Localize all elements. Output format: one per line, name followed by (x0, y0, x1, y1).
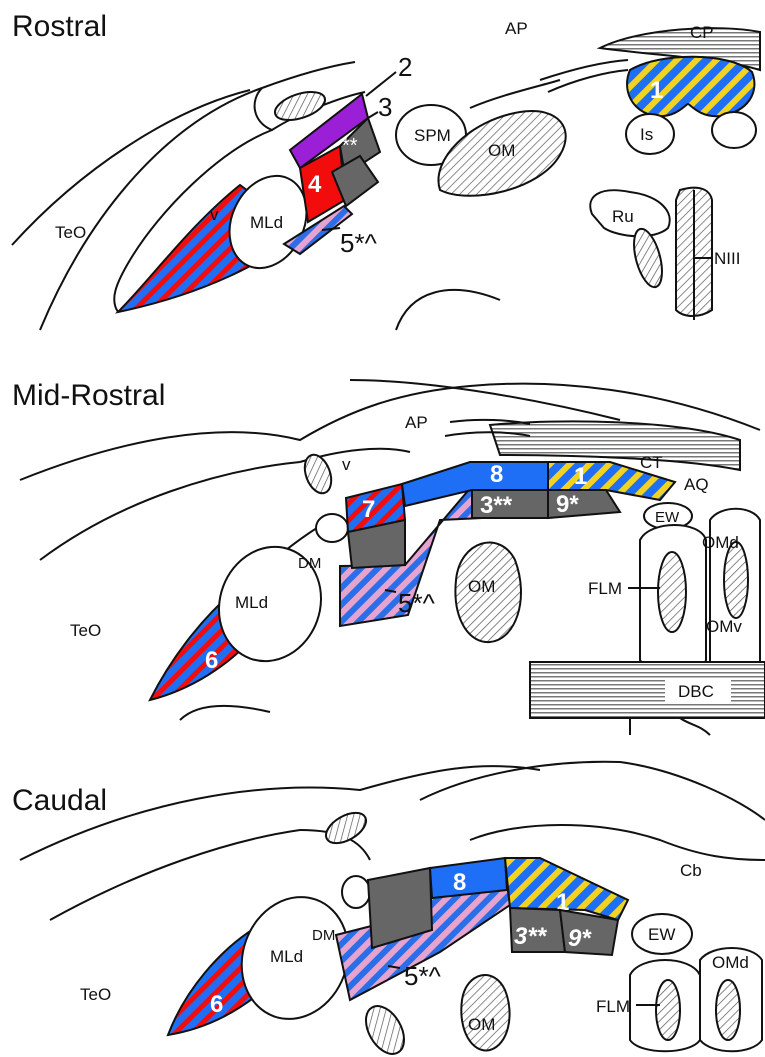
om-tract-right (724, 542, 748, 618)
caudal-ew-label: EW (648, 925, 675, 944)
caudal-tectum-inner (50, 830, 300, 920)
mid-om-label: OM (468, 577, 495, 596)
rostral-section: Rostral AP 6 MLd v TeO 5*^ 4 2 ** (12, 10, 760, 330)
omv-label: OMv (706, 617, 742, 636)
mid-v-label: v (342, 455, 351, 474)
mid-hatched-nucleus (300, 451, 336, 497)
caudal-region-3-label: 3** (514, 923, 548, 950)
caudal-teo-label: TeO (80, 985, 111, 1004)
caudal-cb-outline (420, 762, 765, 820)
caudal-section: Caudal Cb 6 MLd DM TeO 5*^ 8 1 3** (12, 762, 765, 1057)
mid-region-3-label: 3** (480, 492, 513, 519)
caudal-region-9-label: 9* (568, 925, 592, 952)
niii-label: NIII (714, 249, 740, 268)
mld-label: MLd (250, 213, 283, 232)
caudal-flm-tract (656, 980, 680, 1040)
v-label: v (210, 205, 219, 224)
mid-rostral-section: Mid-Rostral AP v CT 6 MLd DM TeO 5*^ 7 (12, 379, 765, 735)
caudal-mld-label: MLd (270, 947, 303, 966)
caudal-flm-label: FLM (596, 997, 630, 1016)
hatched-nucleus-top (272, 87, 329, 126)
caudal-omd-tract (716, 980, 740, 1040)
ct-label: CT (640, 453, 663, 472)
ap-label: AP (505, 19, 528, 38)
ru-label: Ru (612, 207, 634, 226)
mid-ap-label: AP (405, 413, 428, 432)
caudal-hatched-nucleus (321, 807, 371, 850)
fiber-1 (540, 60, 628, 80)
dbc-lower-lines (630, 718, 710, 735)
caudal-region-6-label: 6 (210, 991, 223, 1018)
caudal-om-label: OM (468, 1015, 495, 1034)
dm-label: DM (298, 555, 321, 572)
mid-region-1-label: 1 (574, 463, 587, 490)
flm-label: FLM (588, 579, 622, 598)
region-3-leader (368, 112, 378, 118)
caudal-cb-lower (470, 825, 765, 860)
mid-mld-label: MLd (235, 593, 268, 612)
mid-rostral-title: Mid-Rostral (12, 379, 165, 412)
rostral-title: Rostral (12, 10, 107, 43)
region-3-stars: ** (342, 135, 358, 157)
mid-region-8-label: 8 (490, 461, 503, 488)
spm-label: SPM (414, 126, 451, 145)
caudal-dm-nucleus (342, 876, 370, 908)
mid-region-7-label: 7 (362, 496, 375, 523)
caudal-region-8-label: 8 (453, 869, 466, 896)
dm-nucleus (316, 514, 348, 542)
ew-label: EW (655, 509, 680, 526)
cp-label: CP (690, 23, 714, 42)
caudal-title: Caudal (12, 784, 107, 817)
caudal-om-nucleus (461, 975, 509, 1050)
dbc-label: DBC (678, 682, 714, 701)
region-3-label: 3 (378, 92, 392, 122)
caudal-dm-label: DM (312, 927, 335, 944)
caudal-hatched-lower (358, 999, 412, 1057)
region-1 (627, 57, 754, 116)
region-5-label: 5*^ (340, 228, 378, 258)
teo-label: TeO (55, 223, 86, 242)
omd-label: OMd (702, 533, 739, 552)
om-label: OM (488, 141, 515, 160)
mid-teo-label: TeO (70, 621, 101, 640)
mid-region-9-label: 9* (556, 491, 579, 518)
cb-label: Cb (680, 861, 702, 880)
caudal-omd-label: OMd (712, 953, 749, 972)
region-2-label: 2 (398, 52, 412, 82)
aq-label: AQ (684, 475, 709, 494)
mid-region-5-label: 5*^ (398, 588, 436, 618)
mid-tectum-inner (40, 462, 300, 560)
is-label: Is (640, 125, 653, 144)
caudal-region-8 (430, 858, 507, 898)
caudal-region-5-label: 5*^ (404, 961, 442, 991)
region-4-label: 4 (308, 171, 322, 198)
spm-tract (470, 80, 560, 108)
flm-tract (658, 552, 686, 632)
region-1-label: 1 (650, 77, 663, 104)
hatched-ru-tract (629, 226, 668, 290)
is-nucleus-right (712, 112, 756, 148)
mid-region-6-label: 6 (205, 647, 218, 674)
lower-contour (396, 290, 500, 330)
mid-lower-contour (180, 706, 270, 720)
